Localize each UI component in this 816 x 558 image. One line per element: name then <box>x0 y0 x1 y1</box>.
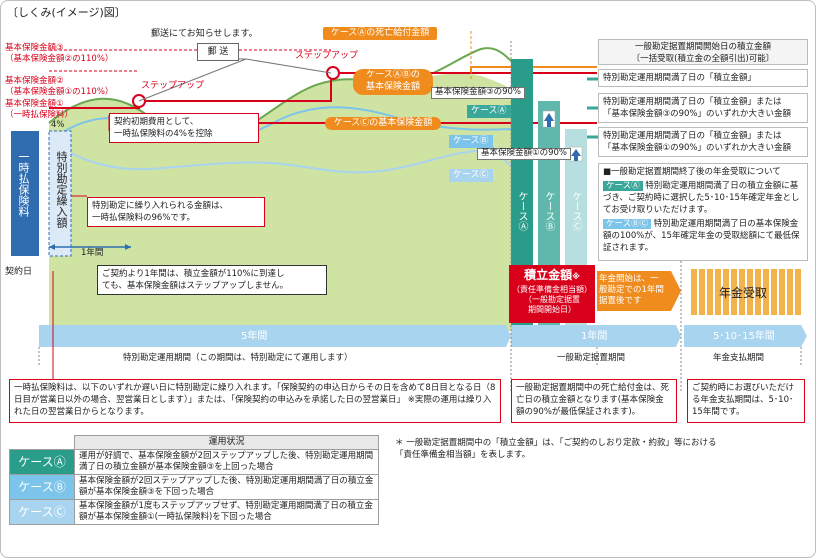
one-time-premium-label: 一時払保険料 <box>17 151 30 217</box>
accum-sub2: （一般勘定据置 期間開始日） <box>524 295 580 314</box>
label-basic-2: 基本保険金額② <box>5 76 64 86</box>
table-row: ケースⒷ 基本保険金額が2回ステップアップした後、特別勘定運用期間満了日の積立金… <box>9 474 379 500</box>
table-text-c: 基本保険金額が1度もステップアップせず、特別勘定運用期間満了日の積立金額が基本保… <box>74 499 379 525</box>
right-pay-case-bc: ケースⒷⒸ <box>603 219 652 229</box>
right-head: 一般勘定据置期間開始日の積立金額 〔一括受取(積立金の全額引出)可能〕 <box>598 39 808 65</box>
table-row: ケースⒶ 運用が好調で、基本保険金額が2回ステップアップした後、特別勘定運用期間… <box>9 449 379 475</box>
transfer-note: 特別勘定に繰り入れられる金額は、 一時払保険料の96%です。 <box>87 197 265 227</box>
table-case-a: ケースⒶ <box>9 449 75 475</box>
basic-amount-line <box>49 72 411 109</box>
annuity-start-label: 年金開始は、一 般勘定での1年間 据置後です <box>599 274 664 306</box>
mail-caption: 郵送にてお知らせします。 <box>151 29 258 39</box>
annuity-receive-label: 年金受取 <box>719 286 768 300</box>
annuity-start-arrow <box>597 271 681 311</box>
table-case-b: ケースⒷ <box>9 474 75 500</box>
label-basic-3-sub: （基本保険金額②の110%） <box>5 54 114 64</box>
label-basic-1-sub: （一時払保険料） <box>5 110 74 120</box>
special-transfer-label: 特別勘定繰入額 <box>55 151 68 228</box>
footnote: ＊ 一般勘定据置期間中の「積立金額」は、「ご契約のしおり定款・約款」等における … <box>395 438 717 460</box>
case-a-tag: ケースⒶ <box>467 105 511 118</box>
right-case-a: 特別勘定運用期間満了日の「積立金額」 <box>598 69 808 87</box>
table-text-a: 運用が好調で、基本保険金額が2回ステップアップした後、特別勘定運用期間満了日の積… <box>74 449 379 475</box>
one-time-premium-bar <box>11 131 39 256</box>
right-case-b: 特別勘定運用期間満了日の「積立金額」または 「基本保険金額③の90%」のいずれか… <box>598 93 808 123</box>
accum-star: ※ <box>572 272 580 281</box>
case-a-column-label: ケースⒶ <box>516 191 527 231</box>
table-row: ケースⒸ 基本保険金額が1度もステップアップせず、特別勘定運用期間満了日の積立金… <box>9 499 379 525</box>
period-pay-label-2: 年金支払期間 <box>713 353 765 363</box>
case-c-column-label: ケースⒸ <box>570 191 581 231</box>
case-a-column <box>511 59 533 331</box>
period-5y-label: 5年間 <box>241 331 268 342</box>
period-bar-1y <box>511 325 681 347</box>
period-special-label: 特別勘定運用期間（この期間は、特別勘定にて運用します） <box>123 353 353 363</box>
one-year-label: 1年間 <box>81 248 104 258</box>
special-transfer-bar <box>48 130 72 257</box>
pay-note: ご契約時にお選びいただける年金支払期間は、5･10･15年間です。 <box>687 379 805 423</box>
page-title: 〔しくみ(イメージ)図〕 <box>7 6 126 19</box>
case-b-tag: ケースⒷ <box>449 135 493 148</box>
right-pay-case-a: ケースⒶ <box>603 181 643 191</box>
contract-day-label: 契約日 <box>5 267 33 277</box>
mail-icon: 郵 送 <box>197 43 239 61</box>
accum-title: 積立金額 <box>524 268 573 282</box>
accum-sub: （責任準備金相当額） <box>512 285 592 294</box>
right-pay-box: ■一般勘定据置期間終了後の年金受取について ケースⒶ 特別勘定運用期間満了日の積… <box>598 163 808 261</box>
step-up-label-1: ステップアップ <box>141 81 205 91</box>
case-c-tag: ケースⒸ <box>449 169 493 182</box>
period-1y-label: 1年間 <box>581 331 608 342</box>
table-case-c: ケースⒸ <box>9 499 75 525</box>
right-case-c: 特別勘定運用期間満了日の「積立金額」または 「基本保険金額①の90%」のいずれか… <box>598 127 808 157</box>
case-table-header: 運用状況 <box>74 435 379 450</box>
label-basic-3: 基本保険金額③ <box>5 43 64 53</box>
case-a-curve <box>48 47 512 141</box>
right-pay-head: ■一般勘定据置期間終了後の年金受取について <box>603 167 781 177</box>
period-bar-pay <box>684 325 807 347</box>
annuity-bars <box>691 269 801 315</box>
basic3-90-label: 基本保険金額③の90% <box>431 87 526 99</box>
accum-box: 積立金額※ （責任準備金相当額） （一般勘定据置 期間開始日） <box>509 265 595 323</box>
first-year-note: ご契約より1年間は、積立金額が110%に到達し ても、基本保険金額はステップアッ… <box>97 265 327 295</box>
period-general-label: 一般勘定据置期間 <box>557 353 626 363</box>
period-bar-5y <box>39 325 511 347</box>
initial-fee-note: 契約初期費用として、 一時払保険料の4%を控除 <box>109 113 259 143</box>
table-text-b: 基本保険金額が2回ステップアップした後、特別勘定運用期間満了日の積立金額が基本保… <box>74 474 379 500</box>
case-b-column-label: ケースⒷ <box>543 191 554 231</box>
case-table: 運用状況 ケースⒶ 運用が好調で、基本保険金額が2回ステップアップした後、特別勘… <box>9 435 379 525</box>
label-basic-1: 基本保険金額① <box>5 99 64 109</box>
four-percent-label: 4% <box>51 120 65 130</box>
basic-ab-label: ケースⒶⒷの 基本保険金額 <box>353 69 433 95</box>
step-up-label-2: ステップアップ <box>295 51 359 61</box>
premium-note: 一時払保険料は、以下のいずれか遅い日に特別勘定に繰り入れます。「保険契約の申込日… <box>9 379 501 423</box>
label-basic-2-sub: （基本保険金額①の110%） <box>5 87 114 97</box>
general-note: 一般勘定据置期間中の死亡給付金は、死亡日の積立金額となります(基本保険金額の90… <box>511 379 677 423</box>
death-benefit-a-label: ケースⒶの死亡給付金額 <box>323 27 437 40</box>
period-pay-label: 5･10･15年間 <box>713 331 775 342</box>
right-pay-bc-text: 特別勘定運用期間満了日の基本保険金額の100%が、15年確定年金の受取総額にて最… <box>603 219 800 253</box>
basic1-90-label: 基本保険金額①の90% <box>477 148 572 160</box>
right-pay-a-text: 特別勘定運用期間満了日の積立金額に基づき、ご契約時に選択した5･10･15年確定… <box>603 181 800 215</box>
basic-c-label: ケースⒸの基本保険金額 <box>325 117 441 130</box>
step-up-marker-2 <box>326 66 340 80</box>
